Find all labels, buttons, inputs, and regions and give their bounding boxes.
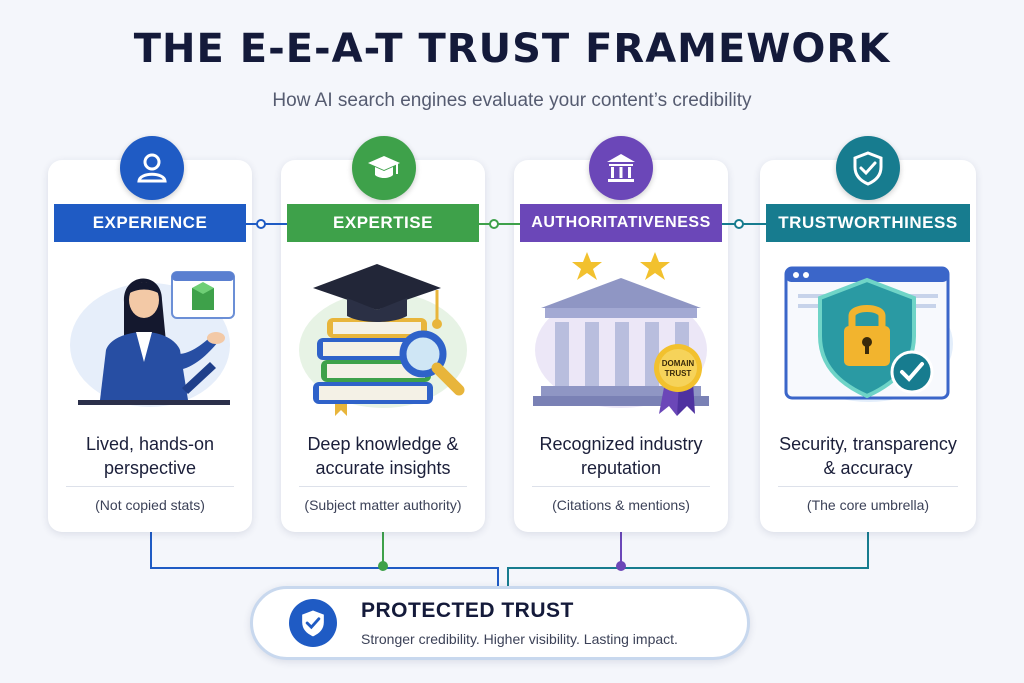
- banner-experience-label: EXPERIENCE: [92, 213, 208, 232]
- institution-icon: [589, 136, 653, 200]
- protected-trust-title: PROTECTED TRUST: [361, 599, 574, 622]
- banner-authoritativeness: AUTHORITATIVENESS: [520, 204, 722, 242]
- banner-experience: EXPERIENCE: [54, 204, 246, 242]
- shield-check-icon: [836, 136, 900, 200]
- graduation-cap-icon: [352, 136, 416, 200]
- authoritativeness-description: Recognized industry reputation: [539, 434, 703, 478]
- experience-note: (Not copied stats): [95, 497, 205, 513]
- trustworthiness-note: (The core umbrella): [806, 497, 930, 513]
- expertise-description: Deep knowledge & accurate insights: [307, 434, 459, 478]
- trustworthiness-illustration: [784, 266, 953, 402]
- connector-line-trustworthiness: [507, 532, 869, 586]
- experience-divider: [66, 486, 234, 487]
- authoritativeness-note: (Citations & mentions): [552, 497, 690, 513]
- trustworthiness-description: Security, transparency & accuracy: [779, 434, 957, 478]
- connector-dot-expertise: [378, 561, 388, 571]
- banner-trustworthiness: TRUSTWORTHINESS: [766, 204, 970, 242]
- banner-authoritativeness-label: AUTHORITATIVENESS: [531, 214, 711, 231]
- domain-trust-seal-line1: DOMAIN: [662, 359, 695, 368]
- authoritativeness-illustration: DOMAIN TRUST: [533, 252, 709, 416]
- person-icon: [120, 136, 184, 200]
- expertise-note: (Subject matter authority): [304, 497, 462, 513]
- connector-dot-authoritativeness: [616, 561, 626, 571]
- expertise-illustration: [299, 264, 467, 416]
- connector-authoritativeness-trustworthiness: [722, 219, 766, 229]
- experience-illustration: [70, 271, 235, 407]
- page-title: THE E-E-A-T TRUST FRAMEWORK: [133, 26, 891, 72]
- protected-trust-box: PROTECTED TRUST Stronger credibility. Hi…: [250, 586, 750, 660]
- connector-experience-expertise: [246, 219, 287, 229]
- expertise-divider: [299, 486, 467, 487]
- connector-line-experience: [150, 532, 499, 586]
- banner-expertise-label: EXPERTISE: [333, 213, 433, 232]
- experience-description: Lived, hands-on perspective: [85, 434, 215, 478]
- page-subtitle: How AI search engines evaluate your cont…: [272, 90, 752, 111]
- banner-expertise: EXPERTISE: [287, 204, 479, 242]
- banner-trustworthiness-label: TRUSTWORTHINESS: [778, 213, 958, 232]
- protected-trust-tagline: Stronger credibility. Higher visibility.…: [361, 631, 678, 647]
- connector-expertise-authoritativeness: [479, 219, 520, 229]
- authoritativeness-divider: [532, 486, 710, 487]
- trustworthiness-divider: [778, 486, 958, 487]
- shield-check-icon: [289, 599, 337, 647]
- domain-trust-seal-line2: TRUST: [665, 369, 692, 378]
